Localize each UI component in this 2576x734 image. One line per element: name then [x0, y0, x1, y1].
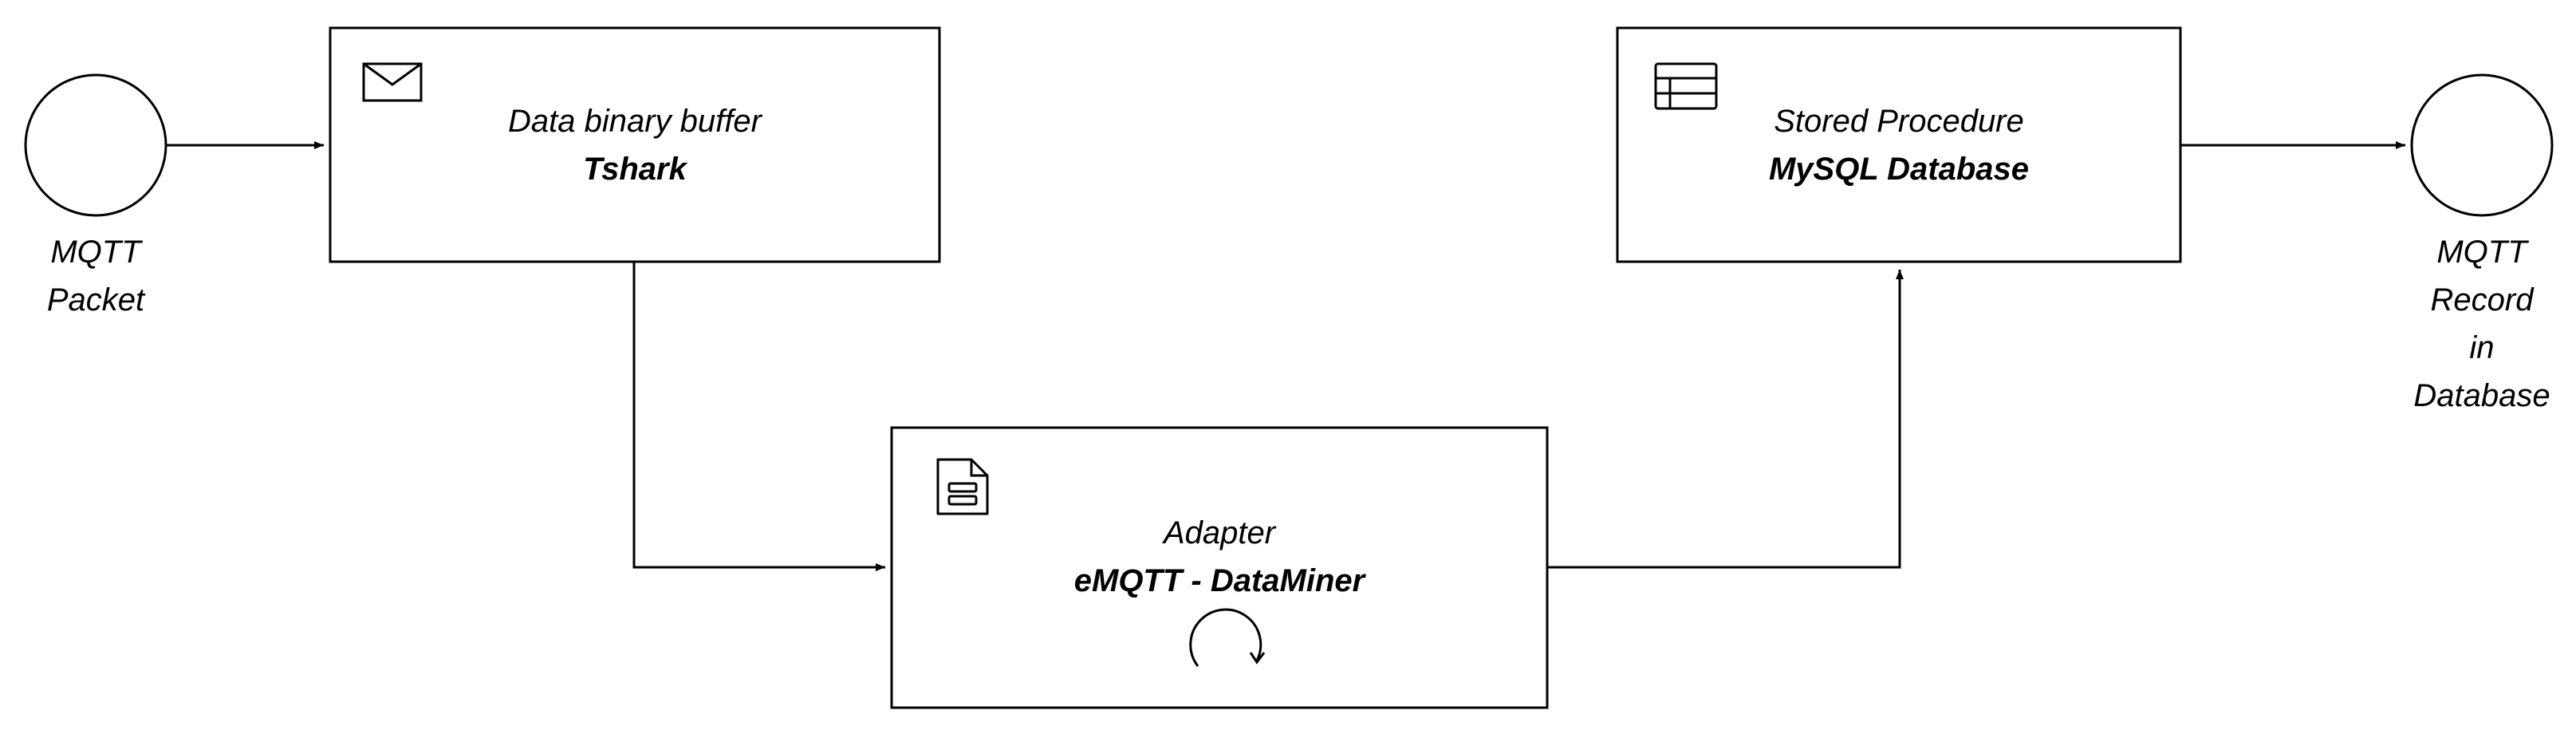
end-label-line-3: in — [2469, 330, 2495, 365]
task-adapter-line2: eMQTT - DataMiner — [1073, 563, 1365, 598]
task-mysql-line2: MySQL Database — [1768, 152, 2030, 187]
start-event-label: MQTT Packet — [32, 228, 160, 324]
task-tshark-label: Data binary buffer Tshark — [330, 97, 939, 193]
loop-icon — [1189, 608, 1266, 667]
task-tshark-line1: Data binary buffer — [508, 104, 762, 139]
task-adapter[interactable] — [890, 426, 1549, 709]
task-adapter-label: Adapter eMQTT - DataMiner — [892, 509, 1547, 605]
flow-tshark-to-adapter[interactable] — [632, 262, 885, 571]
start-event[interactable] — [24, 73, 167, 217]
table-icon — [1654, 62, 1718, 110]
envelope-icon — [362, 62, 423, 102]
flow-adapter-to-mysql[interactable] — [1547, 270, 1904, 569]
end-label-line-2: Record — [2430, 282, 2534, 318]
start-label-line-1: MQTT — [50, 235, 141, 270]
task-adapter-line1: Adapter — [1163, 515, 1276, 550]
task-mysql-line1: Stored Procedure — [1774, 104, 2024, 139]
end-event-label: MQTT Record in Database — [2402, 228, 2562, 420]
task-tshark-line2: Tshark — [583, 152, 687, 187]
end-label-line-1: MQTT — [2436, 235, 2527, 270]
document-icon — [936, 458, 989, 515]
start-label-line-2: Packet — [46, 282, 145, 318]
task-mysql-label: Stored Procedure MySQL Database — [1617, 97, 2180, 193]
end-label-line-4: Database — [2413, 378, 2550, 413]
end-event[interactable] — [2410, 73, 2554, 217]
